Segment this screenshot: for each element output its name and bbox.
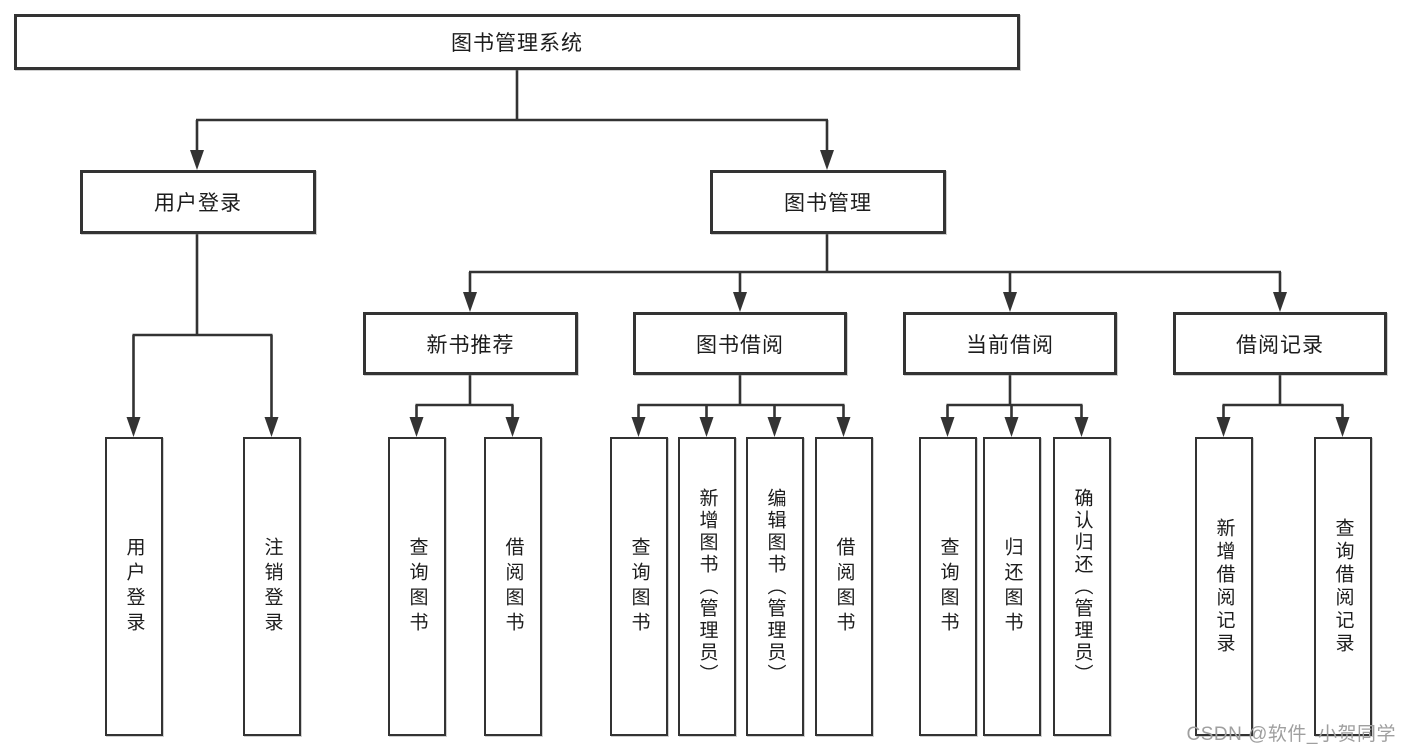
connector-borrow-records — [1222, 374, 1344, 419]
node-root-system: 图书管理系统 — [14, 14, 1020, 70]
leaf-add-borrow-record: 新增借阅记录 — [1195, 437, 1253, 736]
leaf-edit-books-admin: 编辑图书（管理员） — [746, 437, 804, 736]
leaf-user-login: 用户登录 — [105, 437, 163, 736]
leaf-borrow-books-1: 借阅图书 — [484, 437, 542, 736]
connector-user-login — [132, 233, 273, 419]
leaf-return-books: 归还图书 — [983, 437, 1041, 736]
node-current-borrowing: 当前借阅 — [903, 312, 1117, 375]
node-new-book-recommend: 新书推荐 — [363, 312, 578, 375]
node-user-login: 用户登录 — [80, 170, 316, 234]
connector-book-mgmt — [468, 233, 1282, 294]
csdn-watermark: CSDN @软件_小贺同学 — [1186, 724, 1396, 745]
connector-current-borrow — [946, 374, 1083, 419]
node-book-borrowing: 图书借阅 — [633, 312, 847, 375]
node-borrowing-records: 借阅记录 — [1173, 312, 1387, 375]
connector-new-book — [415, 374, 514, 419]
leaf-query-borrow-record: 查询借阅记录 — [1314, 437, 1372, 736]
leaf-query-books-2: 查询图书 — [610, 437, 668, 736]
node-book-management: 图书管理 — [710, 170, 946, 234]
leaf-logout: 注销登录 — [243, 437, 301, 736]
leaf-query-books-3: 查询图书 — [919, 437, 977, 736]
arrowheads — [126, 150, 1350, 437]
connector-book-borrow — [637, 374, 845, 419]
leaf-borrow-books-2: 借阅图书 — [815, 437, 873, 736]
connector-root — [195, 70, 829, 152]
leaf-confirm-return-admin: 确认归还（管理员） — [1053, 437, 1111, 736]
leaf-add-books-admin: 新增图书（管理员） — [678, 437, 736, 736]
leaf-query-books-1: 查询图书 — [388, 437, 446, 736]
